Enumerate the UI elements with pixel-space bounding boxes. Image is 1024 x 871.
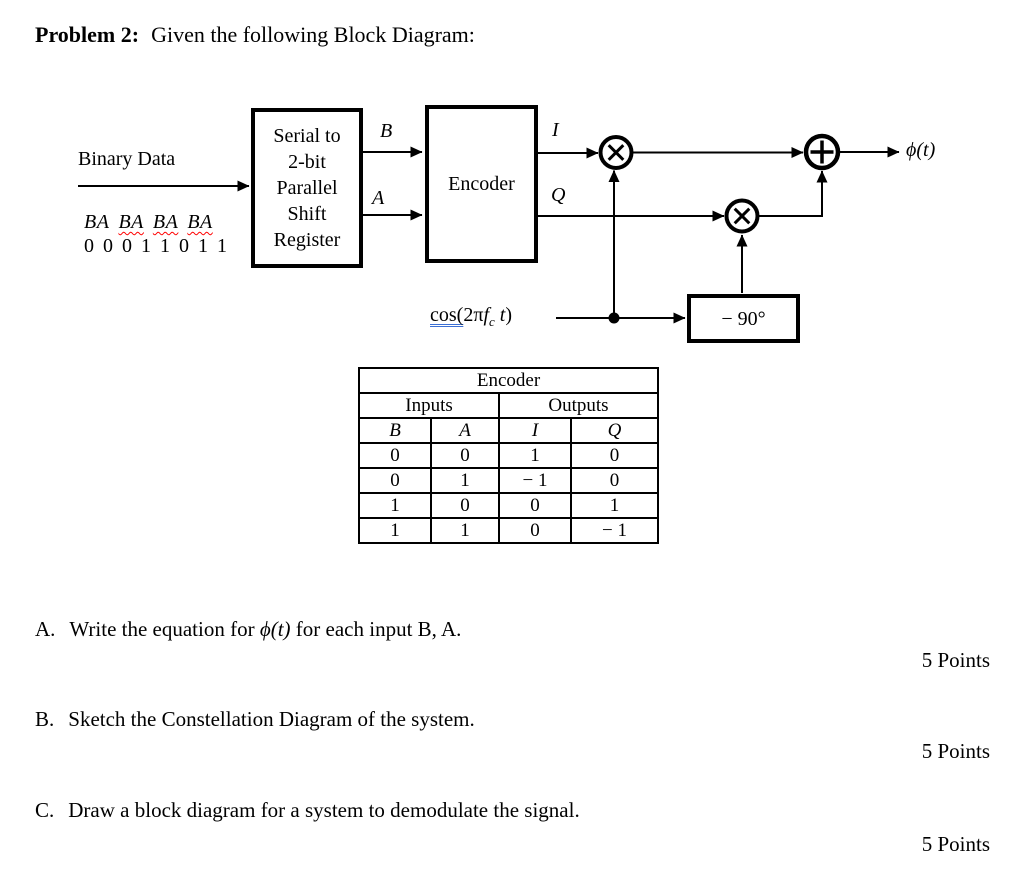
table-row: 1 0 0 1 xyxy=(358,492,659,519)
table-inputs-header: Inputs xyxy=(358,392,500,419)
carrier-label: cos(2πfc t) xyxy=(430,304,512,330)
shift-register-line: Parallel xyxy=(276,177,338,199)
junction-dot xyxy=(608,312,620,324)
phase-shift-label: − 90° xyxy=(721,307,766,330)
question-a-text-pre: Write the equation for xyxy=(69,617,260,641)
table-title: Encoder xyxy=(358,367,659,394)
table-outputs-header: Outputs xyxy=(498,392,659,419)
question-c: C. Draw a block diagram for a system to d… xyxy=(35,798,580,823)
bit-pair: BA xyxy=(84,211,110,233)
table-cell: − 1 xyxy=(498,467,572,494)
problem-title-text: Given the following Block Diagram: xyxy=(151,22,475,47)
signal-i-label: I xyxy=(552,119,559,141)
table-cell: 0 xyxy=(430,442,500,469)
carrier-sub-c: c xyxy=(489,314,495,329)
table-col-i: I xyxy=(498,417,572,444)
question-b-label: B. xyxy=(35,707,55,731)
table-cell: 0 xyxy=(358,442,432,469)
table-cell: 1 xyxy=(430,517,500,544)
carrier-t: t xyxy=(494,304,506,326)
table-cell: 0 xyxy=(498,517,572,544)
carrier-2pi: 2π xyxy=(463,304,484,326)
question-c-text: Draw a block diagram for a system to dem… xyxy=(68,798,580,822)
binary-data-label: Binary Data xyxy=(78,148,176,170)
summer-icon xyxy=(803,133,841,171)
question-b-text: Sketch the Constellation Diagram of the … xyxy=(68,707,475,731)
shift-register-line: Shift xyxy=(287,203,327,225)
bit-sequence: 0 0 0 1 1 0 1 1 xyxy=(84,235,229,257)
bit-pair-labels: BA BA BA BA xyxy=(84,211,222,234)
table-row: 0 1 − 1 0 xyxy=(358,467,659,494)
shift-register-line: Serial to xyxy=(273,125,341,147)
page-title: Problem 2: Given the following Block Diag… xyxy=(35,22,475,48)
table-cell: 1 xyxy=(358,492,432,519)
table-cell: 1 xyxy=(358,517,432,544)
carrier-close-paren: ) xyxy=(505,304,513,326)
table-cell: 1 xyxy=(570,492,659,519)
table-cell: 0 xyxy=(570,442,659,469)
table-cell: − 1 xyxy=(570,517,659,544)
phase-shift-box: − 90° xyxy=(687,294,800,343)
table-col-q: Q xyxy=(570,417,659,444)
signal-b-label: B xyxy=(380,120,393,142)
table-row: 1 1 0 − 1 xyxy=(358,517,659,544)
question-c-label: C. xyxy=(35,798,55,822)
table-cell: 0 xyxy=(358,467,432,494)
output-signal-label: ϕ(t) xyxy=(906,139,936,161)
question-a-math: ϕ(t) xyxy=(259,617,291,641)
i-multiplier-icon xyxy=(598,135,634,170)
problem-number: Problem 2: xyxy=(35,22,140,47)
carrier-cos: cos( xyxy=(430,304,464,326)
shift-register-box: Serial to 2-bit Parallel Shift Register xyxy=(251,108,363,268)
wire-q-to-summer xyxy=(759,170,828,217)
table-cell: 1 xyxy=(430,467,500,494)
table-cell: 0 xyxy=(570,467,659,494)
question-a-points: 5 Points xyxy=(921,648,990,672)
question-c-points: 5 Points xyxy=(921,832,990,856)
table-col-b: B xyxy=(358,417,432,444)
table-col-a: A xyxy=(430,417,500,444)
encoder-box: Encoder xyxy=(425,105,538,263)
question-b-points: 5 Points xyxy=(921,739,990,763)
signal-a-label: A xyxy=(372,187,385,209)
encoder-box-label: Encoder xyxy=(448,173,515,195)
table-cell: 0 xyxy=(498,492,572,519)
q-multiplier-icon xyxy=(724,198,760,234)
table-cell: 0 xyxy=(430,492,500,519)
signal-q-label: Q xyxy=(551,184,566,206)
bit-pair-misspelled: BA xyxy=(187,211,213,233)
shift-register-line: Register xyxy=(273,229,341,251)
question-a: A. Write the equation for ϕ(t) for each i… xyxy=(35,617,461,642)
question-a-text-post: for each input B, A. xyxy=(290,617,462,641)
question-a-label: A. xyxy=(35,617,56,641)
table-cell: 1 xyxy=(498,442,572,469)
carrier-f: f xyxy=(483,304,489,326)
table-row: 0 0 1 0 xyxy=(358,442,659,469)
encoder-table: Encoder Inputs Outputs B A I Q 0 0 1 0 0… xyxy=(358,367,659,544)
question-b: B. Sketch the Constellation Diagram of th… xyxy=(35,707,475,732)
bit-pair-misspelled: BA xyxy=(118,211,144,233)
shift-register-line: 2-bit xyxy=(288,151,326,173)
bit-pair-misspelled: BA xyxy=(152,211,179,233)
